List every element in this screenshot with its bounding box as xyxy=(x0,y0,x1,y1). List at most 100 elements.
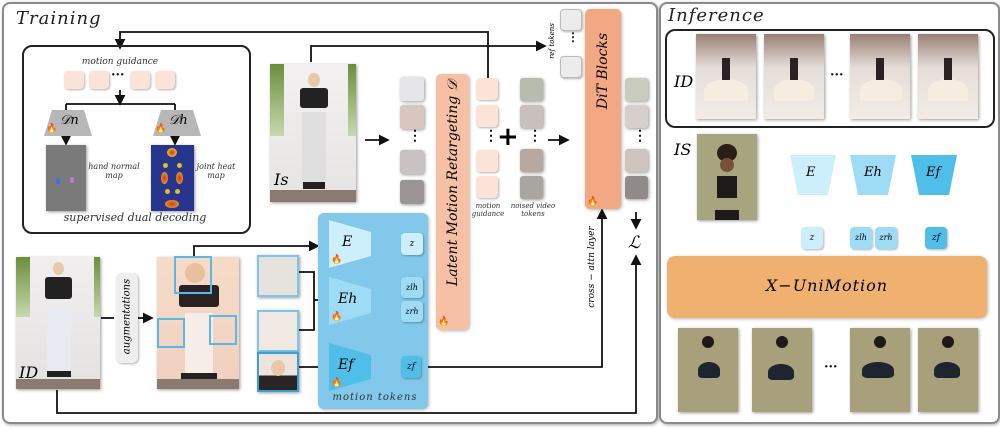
output-token xyxy=(625,149,648,172)
encoder-E xyxy=(329,220,371,268)
inference-token-z: z xyxy=(801,227,823,249)
driving-frame xyxy=(850,34,910,119)
driving-frame xyxy=(764,34,824,119)
guidance-token xyxy=(64,71,84,89)
right-hand-crop xyxy=(257,310,299,352)
output-frame xyxy=(850,328,910,412)
source-image-label: Is xyxy=(274,170,289,189)
loss-label: ℒ xyxy=(628,233,641,253)
inference-token-zlh: zlh xyxy=(850,227,872,249)
noised-video-token xyxy=(520,176,543,199)
ellipsis: ··· xyxy=(111,68,125,83)
dual-decoding-box xyxy=(22,45,251,234)
fire-icon: 🔥 xyxy=(155,124,167,134)
inference-source-image xyxy=(697,134,757,220)
token-z: z xyxy=(401,233,423,255)
token-zlh: zlh xyxy=(401,277,423,298)
motion-tokens-label: motion tokens xyxy=(332,392,418,403)
driving-image xyxy=(16,257,100,389)
inference-driving-label: ID xyxy=(674,72,694,91)
inference-encoder-Ef-label: Ef xyxy=(926,165,941,180)
encoder-E-label: E xyxy=(342,234,353,250)
noised-video-token xyxy=(520,149,543,172)
output-token xyxy=(625,78,648,101)
inference-source-label: IS xyxy=(674,140,692,159)
ellipsis: ⋮ xyxy=(484,128,498,144)
output-frame xyxy=(678,328,738,412)
left-hand-crop xyxy=(257,255,299,297)
x-unimotion-block xyxy=(667,256,987,318)
encoder-Ef xyxy=(329,343,371,391)
driving-frames-box xyxy=(665,29,995,128)
fire-icon: 🔥 xyxy=(331,255,343,265)
face-crop xyxy=(257,352,299,392)
inference-encoder-Ef xyxy=(911,155,957,195)
fire-icon: 🔥 xyxy=(46,124,58,134)
token-zrh: zrh xyxy=(401,301,423,322)
dit-blocks-label: DiT Blocks xyxy=(595,32,611,110)
fire-icon: 🔥 xyxy=(331,378,343,388)
right-hand-region-box xyxy=(209,315,237,345)
x-unimotion-label: X−UniMotion xyxy=(765,276,889,295)
latent-motion-retargeting-label: Latent Motion Retargeting 𝒟 xyxy=(445,80,461,286)
latent-motion-retargeting-block xyxy=(436,74,469,330)
noised-video-token xyxy=(520,78,543,101)
driving-frame xyxy=(696,34,756,119)
ellipsis: ··· xyxy=(830,68,844,83)
output-frame xyxy=(918,328,978,412)
inference-encoder-Eh-label: Eh xyxy=(864,165,882,180)
motion-guidance-label: motion guidance xyxy=(471,202,505,218)
motion-guidance-token xyxy=(476,105,498,127)
noised-video-token xyxy=(520,105,543,128)
inference-encoder-E xyxy=(790,155,836,195)
ref-token xyxy=(560,9,582,31)
decoder-h-label: 𝒟h xyxy=(169,113,188,128)
left-hand-region-box xyxy=(157,318,185,348)
source-crop xyxy=(400,105,424,129)
token-zf: zf xyxy=(401,356,421,378)
joint-heat-map-label: joint heat map xyxy=(196,162,236,180)
augmentations-label: augmentations xyxy=(121,278,133,355)
ellipsis: ⋮ xyxy=(567,30,579,44)
ellipsis: ⋮ xyxy=(408,128,422,144)
source-crop xyxy=(400,150,424,174)
output-token xyxy=(625,176,648,199)
decoder-n-label: 𝒟n xyxy=(60,113,79,128)
plus-icon: + xyxy=(497,122,519,152)
ref-tokens-label: ref tokens xyxy=(548,23,556,59)
noised-video-tokens-label: noised video tokens xyxy=(510,202,556,218)
joint-heat-map xyxy=(151,145,194,211)
source-crop xyxy=(400,77,424,101)
encoder-Ef-label: Ef xyxy=(338,357,354,373)
decoder-h xyxy=(153,110,201,136)
motion-guidance-token xyxy=(476,176,498,198)
fire-icon: 🔥 xyxy=(587,197,599,207)
inference-encoder-E-label: E xyxy=(806,165,816,180)
fire-icon: 🔥 xyxy=(438,317,450,327)
guidance-token xyxy=(155,71,175,89)
output-frame xyxy=(752,328,812,412)
training-title: Training xyxy=(16,8,102,29)
source-image xyxy=(270,64,356,202)
inference-title: Inference xyxy=(668,5,765,26)
motion-guidance-token xyxy=(476,78,498,100)
inference-token-zf: zf xyxy=(925,227,947,249)
inference-token-zrh: zrh xyxy=(875,227,897,249)
encoder-Eh xyxy=(329,277,371,325)
driving-image-label: ID xyxy=(19,363,39,382)
ellipsis: ··· xyxy=(824,360,838,375)
output-token xyxy=(625,105,648,128)
ellipsis: ⋮ xyxy=(633,128,647,144)
dit-blocks xyxy=(585,9,621,209)
driving-frame xyxy=(918,34,978,119)
cross-attn-label: cross − attn layer xyxy=(587,226,597,308)
inference-encoder-Eh xyxy=(850,155,896,195)
hand-normal-map xyxy=(46,145,86,211)
dual-decoding-caption: supervised dual decoding xyxy=(63,211,207,224)
decoder-n xyxy=(44,110,92,136)
ellipsis: ⋮ xyxy=(528,128,542,144)
encoder-Eh-label: Eh xyxy=(338,291,358,307)
motion-guidance-token xyxy=(476,150,498,172)
augmentations-block xyxy=(116,273,138,363)
augmented-image xyxy=(157,257,239,389)
